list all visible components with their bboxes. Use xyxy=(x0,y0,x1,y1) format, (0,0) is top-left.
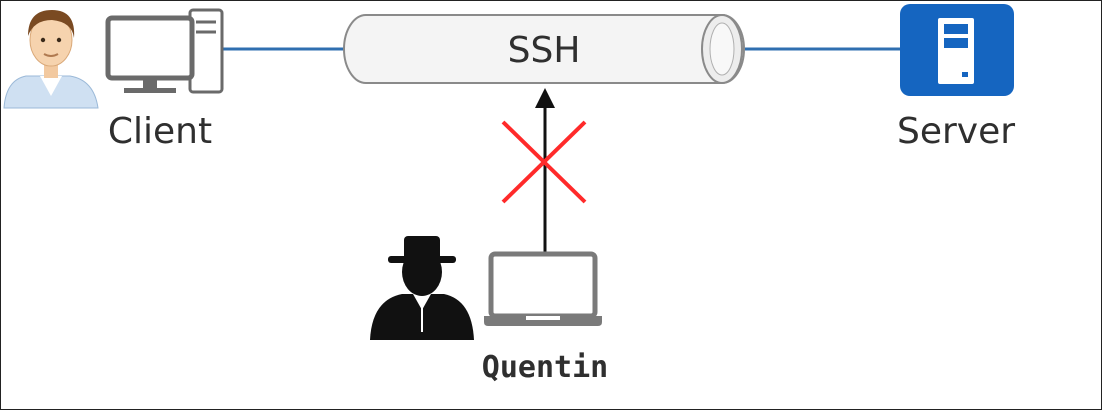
server-label: Server xyxy=(897,111,1015,152)
blocked-cross-icon xyxy=(501,120,587,204)
client-label: Client xyxy=(108,111,212,152)
ssh-tunnel: SSH xyxy=(343,14,745,84)
attacker-label: Quentin xyxy=(482,350,608,385)
server-icon xyxy=(900,4,1014,96)
client-user-avatar xyxy=(3,10,99,109)
attacker-avatar xyxy=(370,236,474,340)
attacker-laptop-icon xyxy=(484,251,602,326)
attack-arrow-head xyxy=(535,88,555,108)
ssh-tunnel-label: SSH xyxy=(508,30,581,71)
client-computer-icon xyxy=(105,8,224,94)
